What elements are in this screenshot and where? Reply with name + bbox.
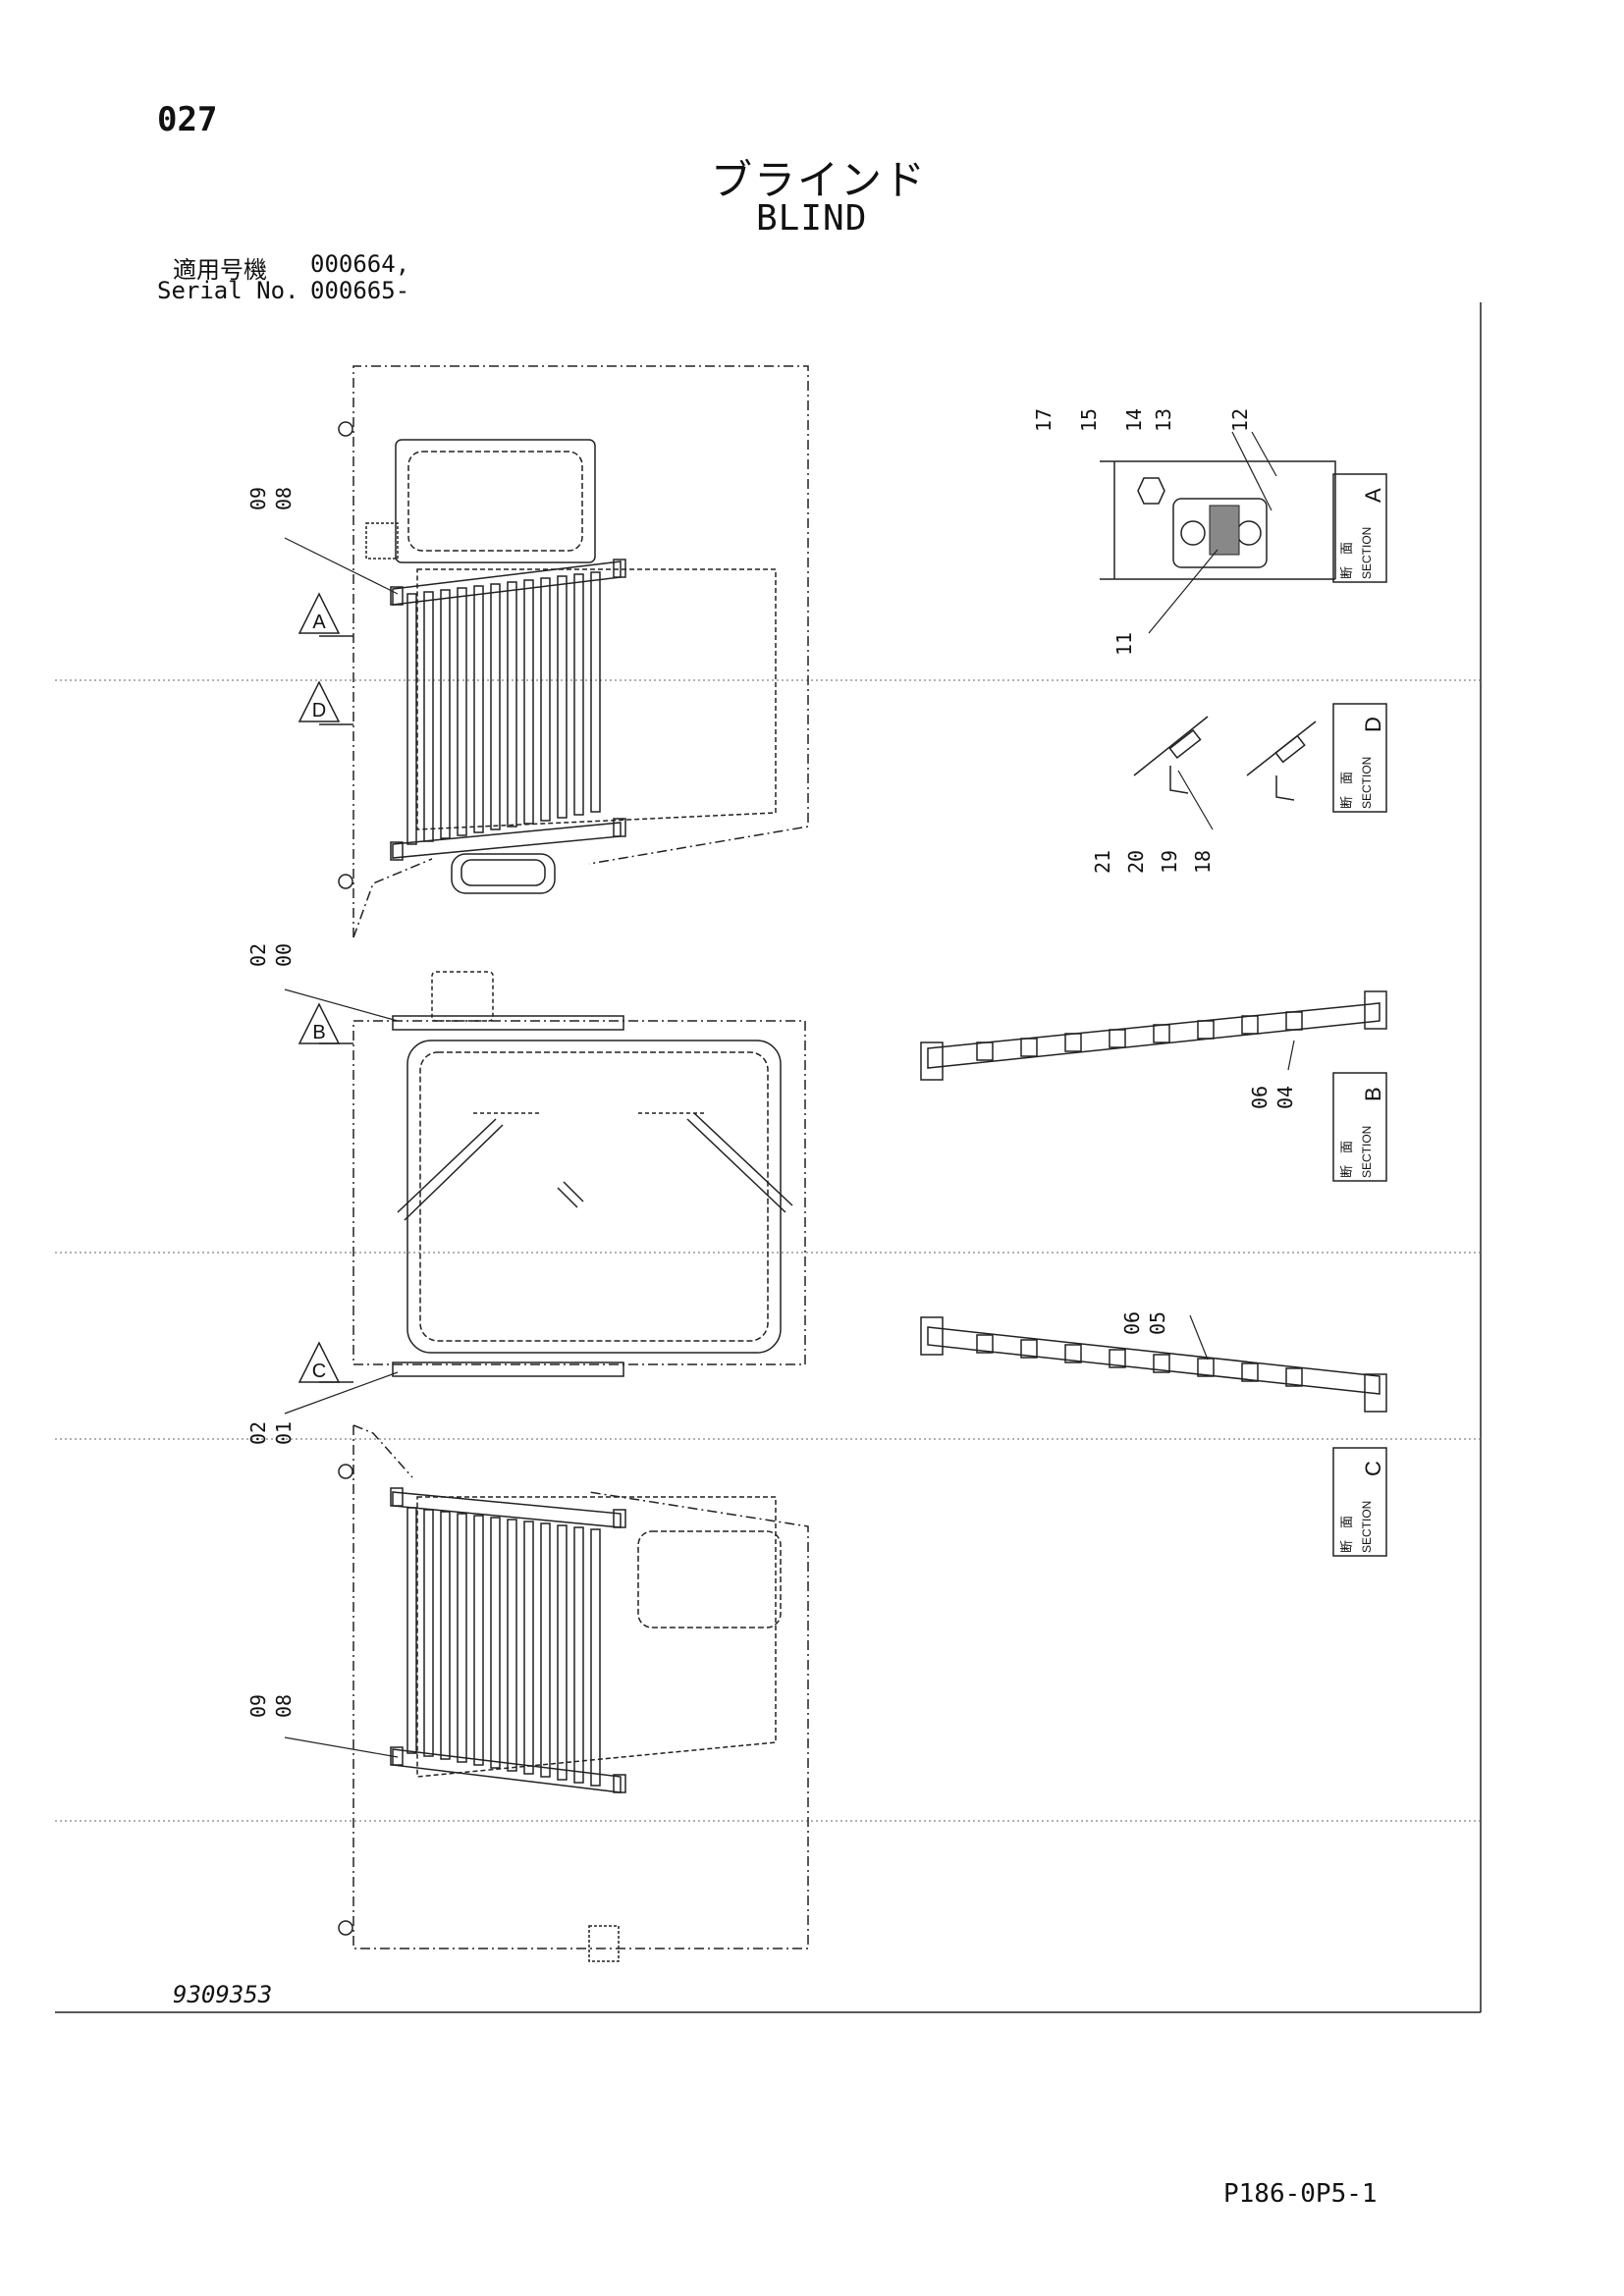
applicable-model-label: 適用号機 bbox=[173, 256, 267, 284]
callout-section-a-5: 12 bbox=[1228, 408, 1252, 432]
view-arrow-b bbox=[298, 1002, 353, 1044]
callout-top-left-2: 08 bbox=[272, 487, 296, 510]
callout-mid-bottom-2: 01 bbox=[272, 1421, 296, 1445]
title-english: BLIND bbox=[756, 198, 868, 239]
callout-section-a-1: 17 bbox=[1032, 408, 1056, 432]
section-b-detail bbox=[920, 990, 1387, 1081]
callout-section-d-3: 19 bbox=[1158, 850, 1181, 874]
drawing-number: 9309353 bbox=[173, 1981, 273, 2008]
slat-group-top bbox=[406, 571, 601, 845]
section-c-word: SECTION bbox=[1360, 1501, 1374, 1553]
serial-number-label: Serial No. bbox=[157, 277, 299, 304]
callout-section-a-6: 11 bbox=[1112, 632, 1136, 656]
page-number: 027 bbox=[157, 100, 218, 139]
section-c-kanji-dan: 断 bbox=[1340, 1540, 1355, 1553]
section-d-detail bbox=[1133, 716, 1317, 801]
serial-number-value: 000665- bbox=[310, 277, 410, 304]
section-c-box bbox=[1332, 1447, 1387, 1557]
section-c-detail bbox=[920, 1316, 1387, 1413]
section-c-kanji-men: 面 bbox=[1340, 1516, 1355, 1528]
section-c-letter: C bbox=[1361, 1461, 1385, 1476]
section-a-word: SECTION bbox=[1360, 527, 1374, 579]
callout-bottom-left-2: 08 bbox=[272, 1694, 296, 1718]
callout-mid-top-2: 00 bbox=[272, 943, 296, 967]
applicable-model-value: 000664, bbox=[310, 250, 410, 278]
section-d-kanji-men: 面 bbox=[1340, 772, 1355, 784]
section-b-kanji-dan: 断 bbox=[1340, 1165, 1355, 1178]
view-marker-b: B bbox=[312, 1022, 325, 1043]
section-d-word: SECTION bbox=[1360, 757, 1374, 809]
page-code: P186-0P5-1 bbox=[1223, 2179, 1378, 2209]
section-a-letter: A bbox=[1361, 488, 1385, 503]
section-d-kanji-dan: 断 bbox=[1340, 796, 1355, 809]
view-marker-c: C bbox=[312, 1361, 326, 1382]
callout-section-b-1: 06 bbox=[1248, 1086, 1272, 1109]
section-d-letter: D bbox=[1361, 717, 1385, 732]
callout-mid-bottom-1: 02 bbox=[246, 1421, 270, 1445]
section-a-kanji-dan: 断 bbox=[1340, 566, 1355, 579]
top-door-view bbox=[338, 365, 809, 938]
section-b-letter: B bbox=[1361, 1087, 1385, 1101]
section-d-box bbox=[1332, 703, 1387, 813]
callout-section-a-3: 14 bbox=[1122, 408, 1146, 432]
view-arrow-a bbox=[298, 592, 353, 637]
callout-section-a-4: 13 bbox=[1152, 408, 1175, 432]
view-arrow-c bbox=[298, 1341, 353, 1383]
leader-lines bbox=[284, 431, 1295, 1758]
callout-bottom-left-1: 09 bbox=[246, 1694, 270, 1718]
callout-section-d-4: 18 bbox=[1191, 850, 1215, 874]
section-b-kanji-men: 面 bbox=[1340, 1141, 1355, 1153]
slat-group-bottom bbox=[406, 1507, 601, 1787]
callout-top-left-1: 09 bbox=[246, 487, 270, 510]
title-japanese: ブラインド bbox=[711, 156, 928, 204]
callout-mid-top-1: 02 bbox=[246, 943, 270, 967]
callout-section-a-2: 15 bbox=[1077, 408, 1101, 432]
view-arrow-d bbox=[298, 680, 353, 725]
middle-window-view bbox=[352, 971, 806, 1377]
bottom-door-view bbox=[338, 1424, 809, 1962]
callout-section-c-1: 06 bbox=[1120, 1311, 1144, 1335]
section-a-kanji-men: 面 bbox=[1340, 542, 1355, 555]
section-b-word: SECTION bbox=[1360, 1126, 1374, 1178]
section-b-box bbox=[1332, 1072, 1387, 1182]
section-a-box bbox=[1332, 473, 1387, 583]
callout-section-b-2: 04 bbox=[1273, 1086, 1297, 1109]
section-a-detail bbox=[1100, 460, 1336, 580]
view-marker-a: A bbox=[312, 612, 326, 633]
callout-section-d-1: 21 bbox=[1091, 850, 1114, 874]
view-marker-d: D bbox=[312, 700, 326, 721]
callout-section-d-2: 20 bbox=[1124, 850, 1148, 874]
callout-section-c-2: 05 bbox=[1146, 1311, 1169, 1335]
